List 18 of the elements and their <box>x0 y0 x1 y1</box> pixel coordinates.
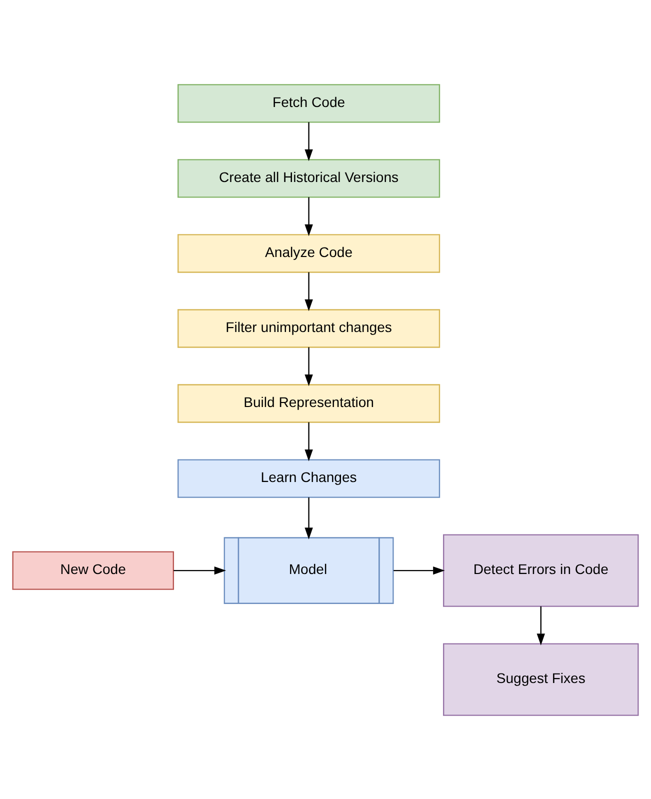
arrow <box>304 122 313 161</box>
arrow <box>304 346 313 386</box>
node-box: Learn Changes <box>178 458 440 498</box>
arrow <box>304 196 313 236</box>
node-box: Analyze Code <box>178 234 440 272</box>
node-box: Suggest Fixes <box>443 642 639 716</box>
arrow <box>304 272 313 311</box>
node-box: Detect Errors in Code <box>443 534 639 606</box>
node-box: Create all Historical Versions <box>178 158 440 198</box>
node-box: New Code <box>12 550 174 590</box>
arrow <box>304 496 313 539</box>
node-box: Fetch Code <box>178 84 440 122</box>
arrow <box>174 566 226 574</box>
node-box: Build Representation <box>178 384 440 422</box>
arrow <box>536 606 545 645</box>
arrow <box>394 566 445 574</box>
arrow <box>304 422 313 461</box>
node-box: Filter unimportant changes <box>178 308 440 348</box>
